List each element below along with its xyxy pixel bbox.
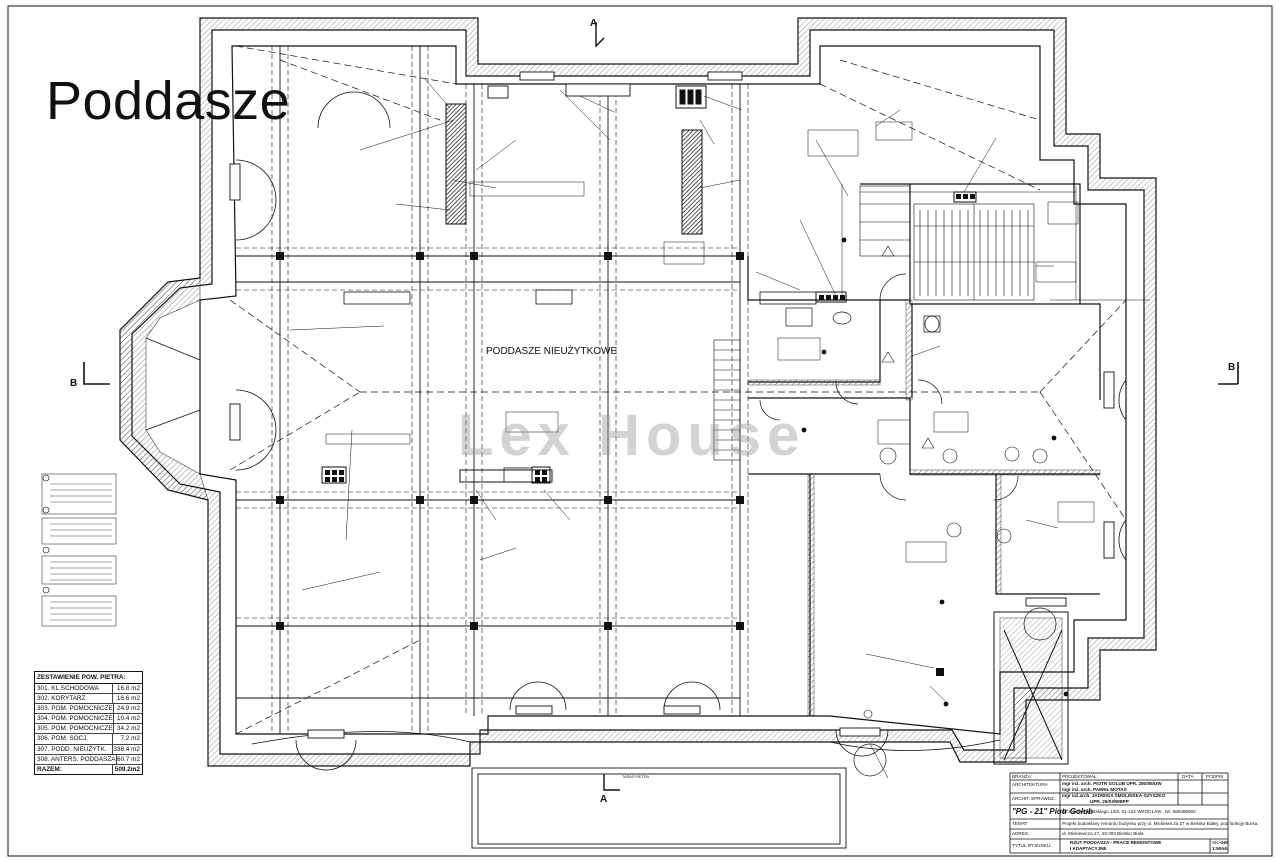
section-label-left: B: [70, 378, 78, 389]
summary-row-name: 302. KORYTARZ: [35, 694, 113, 704]
tb-sprawdzil-label: ARCHIT. SPRAWDZ.:: [1012, 796, 1057, 801]
watermark: Lex House: [458, 403, 806, 468]
tb-projektowal-label: PROJEKTOWAŁ:: [1062, 774, 1098, 779]
summary-row-value: 16.6 m2: [116, 695, 140, 703]
room-label-attic: PODDASZE NIEUŻYTKOWE: [486, 346, 618, 357]
summary-row-name: 306. POM. SOCJ.: [35, 734, 113, 744]
spot-markers: [801, 237, 1069, 707]
annotation-circles: [42, 446, 1048, 719]
section-marker-right: [1218, 362, 1239, 385]
stair-landing-box: [859, 185, 911, 257]
section-marker-left: [83, 362, 110, 385]
summary-row-name: 307. PODD. NIEUŻYTK.: [35, 744, 113, 754]
summary-row-value: 7.2 m2: [120, 735, 140, 743]
tb-sprawdzil-value: mgr inż.arch. JADWIGA SMOLIŃSKA-SZYSZKO: [1062, 793, 1166, 798]
summary-total-value: 509.2m2: [114, 765, 140, 773]
summary-header: ZESTAWIENIE POW. PIETRA:: [35, 672, 142, 684]
page-title: Poddasze: [46, 71, 291, 131]
tb-branza-label: BRANŻA:: [1012, 774, 1032, 779]
structure-grid-dashed: [236, 46, 749, 734]
window-openings: [229, 71, 1115, 739]
tb-adres-value: ul. Mickiewicza 27, 43-300 Bielsko Biała: [1062, 831, 1144, 836]
wall-thick-right: [747, 299, 1101, 717]
summary-row: 307. PODD. NIEUŻYTK.338.4 m2: [35, 744, 142, 755]
tb-temat-value: Projekt budowlany remontu budynku przy u…: [1062, 821, 1259, 826]
title-block-frame: [1009, 772, 1229, 854]
area-summary-table: ZESTAWIENIE POW. PIETRA: 301. KL.SCHODOW…: [34, 671, 143, 775]
summary-row: 306. POM. SOCJ. 7.2 m2: [35, 734, 142, 745]
summary-row-name: 303. POM. POMOCNICZE: [37, 704, 114, 714]
tb-nr-value: A6.: [1221, 846, 1229, 851]
structure-grid: [236, 46, 741, 734]
summary-row-value: 10.4 m2: [116, 715, 140, 723]
section-label-top: A: [590, 18, 598, 29]
summary-row-name: 305. POM. POMOCNICZE: [37, 724, 114, 734]
tb-projektant-2: mgr inż. arch. PAWEŁ MOTAS: [1062, 787, 1127, 792]
summary-row-name: 304. POM. POMOCNICZE: [37, 714, 114, 724]
detail-circle: [1023, 607, 1057, 641]
terrace: [471, 767, 847, 849]
terrace-annotation: TARAS PIETRA: [622, 775, 650, 779]
tb-adres-label: ADRES:: [1012, 831, 1030, 836]
triangle-markers: [881, 245, 935, 449]
dimension-lines: [841, 184, 1077, 300]
summary-row-value: 60.7 m2: [116, 755, 140, 763]
section-marker-bottom: [603, 774, 620, 791]
sheet-frame: [7, 5, 1273, 857]
right-annex: [993, 611, 1069, 765]
section-label-bottom: A: [600, 794, 608, 805]
summary-row-value: 16.8 m2: [116, 685, 140, 692]
tb-tytul-value-2: I ADAPTACYJNE: [1070, 846, 1107, 851]
tb-tytul-value-1: RZUT PODDASZA - PRACE REMONTOWE: [1070, 840, 1162, 845]
tb-data-label: DATA: [1182, 774, 1194, 779]
tb-tytul-label: TYTUŁ RYSUNKU:: [1012, 843, 1052, 848]
summary-row-value: 338.4 m2: [113, 745, 140, 753]
tb-skala-value: 1:50: [1212, 846, 1222, 851]
title-block: BRANŻA: ARCHITEKTURA PROJEKTOWAŁ: mgr in…: [1010, 773, 1259, 853]
tb-firma-adres: ul. Józefa Piłsudskiego 13/8, 51-152 WRO…: [1062, 809, 1196, 814]
section-label-right: B: [1228, 362, 1236, 373]
tb-skala-label: SKALA:: [1212, 840, 1229, 845]
stair-middle: [713, 339, 741, 461]
leader-lines: [289, 77, 1150, 779]
summary-row-value: 34.2 m2: [116, 725, 140, 733]
vent-boxes: [343, 289, 817, 483]
summary-row-name: 301. KL.SCHODOWA: [35, 684, 113, 694]
annotation-boxes: [41, 121, 1095, 627]
summary-row-value: 24.9 m2: [116, 705, 140, 713]
sanitary-fixtures: [785, 307, 941, 333]
columns: [276, 252, 744, 630]
summary-total-label: RAZEM:: [35, 764, 113, 774]
tb-projektant-1: mgr inż. arch. PIOTR GOLUB UPR. 280/85/U…: [1062, 781, 1162, 786]
tb-temat-label: TEMAT:: [1012, 821, 1028, 826]
stair-top-right: [913, 203, 1035, 301]
annotation-lines-left: [50, 483, 112, 621]
roof-lines: [229, 45, 1127, 735]
window-arcs: [235, 91, 1127, 771]
summary-row-name: 308. ANTERS. PODDASZA: [37, 754, 117, 764]
tb-firma: "PG - 21" Piotr Golub: [1012, 807, 1093, 816]
tb-branza-value: ARCHITEKTURA: [1012, 782, 1048, 787]
chimney-flues: [325, 194, 975, 482]
section-marker-top: [595, 22, 605, 48]
left-bay: [119, 277, 209, 501]
summary-total-row: RAZEM:509.2m2: [35, 764, 142, 774]
tb-sprawdzil-upr: UPR. 25/03/WBPP: [1090, 799, 1129, 804]
tb-nr-label: NR:: [1222, 840, 1230, 845]
tb-podpis-label: PODPIS: [1206, 774, 1224, 779]
doors: [759, 273, 1019, 501]
